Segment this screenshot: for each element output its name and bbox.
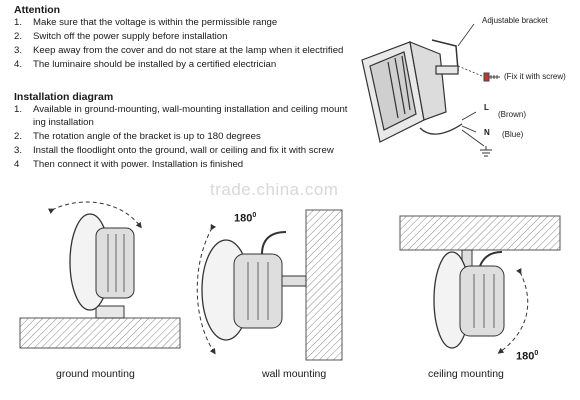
- rotation-arrow-icon: [196, 223, 217, 355]
- ground-slab: [19, 317, 181, 349]
- item-text: Available in ground-mounting, wall-mount…: [33, 104, 348, 115]
- item-number: 1.: [14, 104, 23, 115]
- item-number: 4.: [14, 59, 23, 70]
- rotation-arrow-icon: [497, 267, 529, 354]
- item-number: 3.: [14, 45, 23, 56]
- floodlight-icon: [361, 39, 463, 143]
- installation-item-2: 2. The rotation angle of the bracket is u…: [14, 131, 261, 143]
- wire-icon: [461, 111, 485, 147]
- ceiling-lamp-housing: [459, 265, 505, 337]
- live-color: (Brown): [498, 110, 527, 119]
- screw-icon: [483, 72, 500, 82]
- item-text: The rotation angle of the bracket is up …: [33, 131, 261, 142]
- attention-item-3: 3. Keep away from the cover and do not st…: [14, 45, 343, 57]
- bracket-label: Adjustable bracket: [482, 16, 548, 25]
- item-text: Install the floodlight onto the ground, …: [33, 145, 334, 156]
- wall-angle-label: 1800: [234, 212, 256, 225]
- wall-cable: [261, 231, 287, 255]
- ceiling-angle-sup: 0: [534, 350, 539, 357]
- wall-slab: [305, 209, 343, 361]
- installation-heading: Installation diagram: [14, 91, 114, 103]
- wall-bracket: [281, 275, 307, 287]
- installation-item-4: 4 Then connect it with power. Installatio…: [14, 159, 243, 171]
- ceiling-cable: [479, 251, 503, 267]
- attention-item-4: 4. The luminaire should be installed by a…: [14, 59, 276, 71]
- item-number: 4: [14, 159, 20, 170]
- item-number: 3.: [14, 145, 23, 156]
- screw-label: (Fix it with screw): [504, 72, 566, 81]
- watermark: trade.china.com: [210, 180, 339, 199]
- item-number: 1.: [14, 17, 23, 28]
- neutral-color: (Blue): [502, 130, 524, 139]
- neutral-letter: N: [484, 128, 490, 137]
- ceiling-slab: [399, 215, 561, 251]
- item-text: The luminaire should be installed by a c…: [33, 59, 277, 70]
- ground-lamp-base: [95, 305, 125, 319]
- item-number: 2.: [14, 131, 23, 142]
- item-text: Then connect it with power. Installation…: [33, 159, 244, 170]
- ground-icon: [480, 146, 492, 157]
- attention-heading: Attention: [14, 4, 61, 16]
- wall-angle-sup: 0: [252, 212, 257, 219]
- ground-mount-illustration: [19, 201, 181, 349]
- wall-angle-value: 180: [234, 212, 253, 225]
- ground-lamp-housing: [95, 227, 135, 299]
- ceiling-angle-value: 180: [516, 350, 535, 363]
- ground-lamp-fins: [107, 234, 125, 292]
- ground-mounting-caption: ground mounting: [56, 368, 135, 380]
- live-letter: L: [484, 103, 489, 112]
- item-text: Make sure that the voltage is within the…: [33, 17, 278, 28]
- installation-item-1: 1. Available in ground-mounting, wall-mou…: [14, 104, 347, 116]
- wall-lamp-fins: [247, 262, 269, 320]
- rotation-arrow-icon: [47, 201, 142, 229]
- wall-mount-illustration: [196, 209, 343, 361]
- attention-item-1: 1. Make sure that the voltage is within t…: [14, 17, 277, 29]
- item-text: Keep away from the cover and do not star…: [33, 45, 344, 56]
- item-text: Switch off the power supply before insta…: [33, 31, 228, 42]
- attention-item-2: 2. Switch off the power supply before ins…: [14, 31, 227, 43]
- ceiling-angle-label: 1800: [516, 350, 538, 363]
- item-number: 2.: [14, 31, 23, 42]
- item-text: ing installation: [33, 117, 94, 128]
- wall-mounting-caption: wall mounting: [262, 368, 327, 380]
- installation-item-1-cont: ing installation: [14, 117, 94, 129]
- installation-item-3: 3. Install the floodlight onto the ground…: [14, 145, 334, 157]
- ceiling-mounting-caption: ceiling mounting: [428, 368, 504, 380]
- ceiling-lamp-fins: [473, 274, 495, 328]
- ceiling-mount-illustration: [399, 215, 561, 354]
